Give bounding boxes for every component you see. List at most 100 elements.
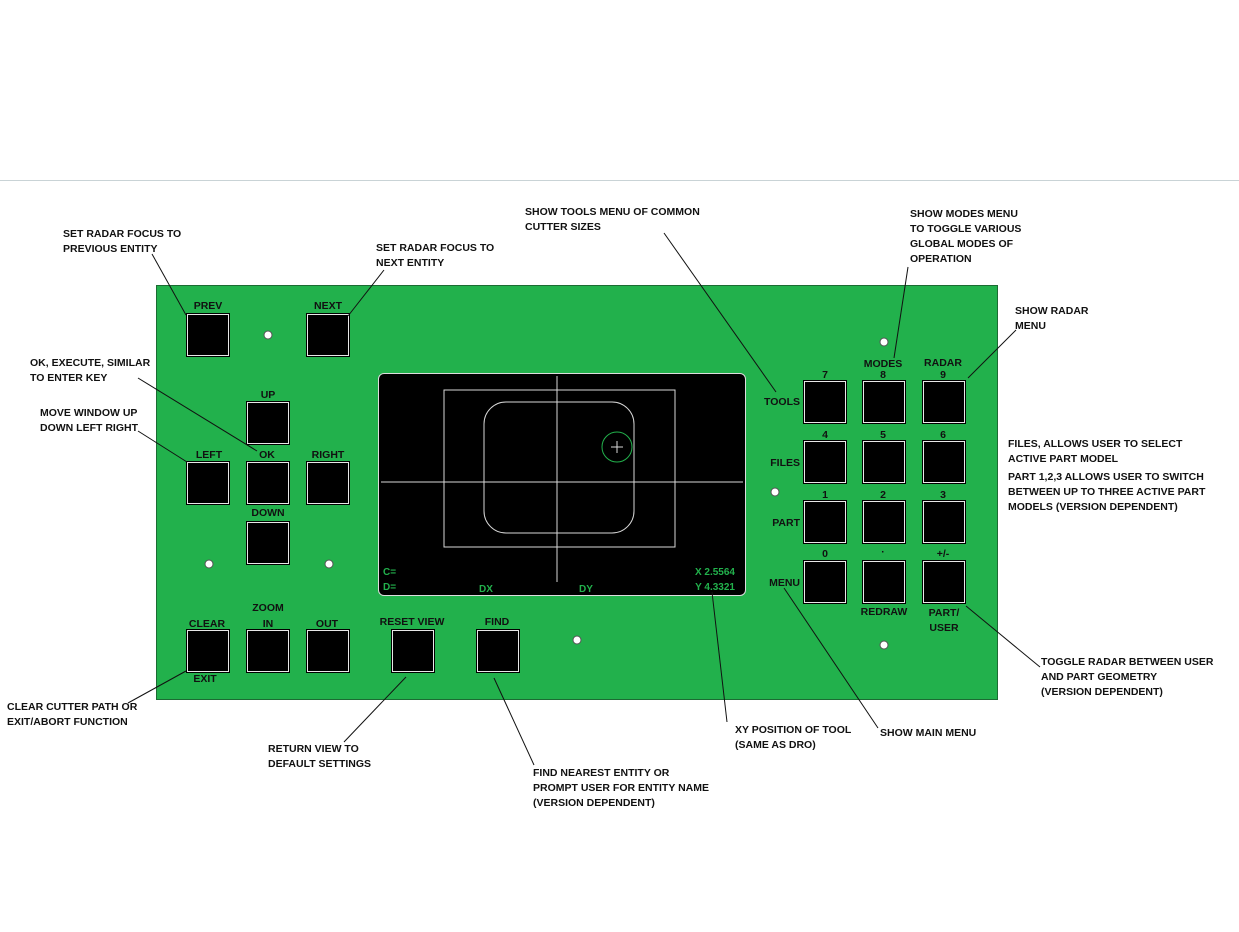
leader-tools bbox=[663, 232, 777, 393]
clear-label: CLEAR bbox=[188, 618, 226, 630]
reset-view-button[interactable] bbox=[392, 630, 434, 672]
key-1-label: 1 bbox=[822, 489, 828, 501]
key-3-label: 3 bbox=[940, 489, 946, 501]
mount-hole bbox=[204, 559, 214, 569]
annotation-xy: XY POSITION OF TOOL(SAME AS DRO) bbox=[735, 724, 852, 751]
left-button[interactable] bbox=[187, 462, 229, 504]
left-label: LEFT bbox=[195, 449, 223, 461]
key-6-label: 6 bbox=[940, 429, 946, 441]
mount-hole bbox=[879, 640, 889, 650]
key-7-tools-button[interactable] bbox=[804, 381, 846, 423]
leader-toggle bbox=[965, 605, 1041, 668]
prev-button[interactable] bbox=[187, 314, 229, 356]
up-button[interactable] bbox=[247, 402, 289, 444]
next-button[interactable] bbox=[307, 314, 349, 356]
find-button[interactable] bbox=[477, 630, 519, 672]
part-label: PART bbox=[772, 517, 800, 529]
down-button[interactable] bbox=[247, 522, 289, 564]
mount-hole bbox=[770, 487, 780, 497]
prev-label: PREV bbox=[193, 300, 223, 312]
screen-d-readout: D= bbox=[383, 582, 397, 593]
mount-hole bbox=[572, 635, 582, 645]
leader-ok bbox=[137, 377, 258, 452]
up-label: UP bbox=[260, 389, 276, 401]
modes-label: MODES bbox=[863, 358, 903, 370]
radar-display: C= D= DX DY X 2.5564 Y 4.3321 bbox=[378, 373, 746, 596]
next-label: NEXT bbox=[313, 300, 343, 312]
key-2-button[interactable] bbox=[863, 501, 905, 543]
down-label: DOWN bbox=[251, 507, 285, 519]
key-3-button[interactable] bbox=[923, 501, 965, 543]
screen-c-readout: C= bbox=[383, 567, 397, 578]
key-4-files-button[interactable] bbox=[804, 441, 846, 483]
mount-hole bbox=[324, 559, 334, 569]
key-dot-redraw-button[interactable] bbox=[863, 561, 905, 603]
screen-y-readout: Y 4.3321 bbox=[695, 582, 735, 593]
leader-reset bbox=[343, 676, 407, 743]
leader-modes bbox=[893, 266, 909, 359]
mount-hole bbox=[263, 330, 273, 340]
screen-dy-label: DY bbox=[579, 584, 593, 595]
leader-move bbox=[137, 430, 188, 463]
right-label: RIGHT bbox=[311, 449, 345, 461]
leader-find bbox=[493, 677, 535, 766]
screen-dx-label: DX bbox=[479, 584, 493, 595]
key-5-label: 5 bbox=[880, 429, 886, 441]
tool-circle bbox=[601, 431, 633, 463]
find-label: FIND bbox=[484, 616, 510, 628]
tools-label: TOOLS bbox=[764, 396, 800, 408]
key-6-button[interactable] bbox=[923, 441, 965, 483]
key-7-label: 7 bbox=[822, 369, 828, 381]
radar-label: RADAR bbox=[924, 357, 962, 369]
view-window-rect bbox=[443, 389, 676, 548]
mount-hole bbox=[879, 337, 889, 347]
menu-label: MENU bbox=[769, 577, 800, 589]
zoom-label: ZOOM bbox=[252, 602, 284, 614]
zoom-in-label: IN bbox=[262, 618, 274, 630]
leader-clear bbox=[127, 670, 187, 704]
part-user-label-line1: PART/ bbox=[928, 607, 960, 619]
key-8-modes-button[interactable] bbox=[863, 381, 905, 423]
key-0-menu-button[interactable] bbox=[804, 561, 846, 603]
leader-menu bbox=[783, 587, 879, 729]
key-4-label: 4 bbox=[822, 429, 828, 441]
key-2-label: 2 bbox=[880, 489, 886, 501]
annotation-menu: SHOW MAIN MENU bbox=[880, 727, 977, 739]
ok-label: OK bbox=[259, 449, 275, 461]
reset-view-label: RESET VIEW bbox=[379, 616, 445, 628]
key-9-radar-button[interactable] bbox=[923, 381, 965, 423]
zoom-out-label: OUT bbox=[315, 618, 339, 630]
zoom-in-button[interactable] bbox=[247, 630, 289, 672]
key-plus-minus-label: +/- bbox=[936, 548, 950, 560]
zoom-out-button[interactable] bbox=[307, 630, 349, 672]
leader-radar bbox=[967, 329, 1017, 379]
clear-button[interactable] bbox=[187, 630, 229, 672]
key-plus-minus-button[interactable] bbox=[923, 561, 965, 603]
key-5-button[interactable] bbox=[863, 441, 905, 483]
leader-next bbox=[347, 269, 385, 317]
top-divider bbox=[0, 180, 1239, 181]
screen-x-readout: X 2.5564 bbox=[694, 567, 735, 578]
ok-button[interactable] bbox=[247, 462, 289, 504]
exit-label: EXIT bbox=[193, 673, 217, 685]
part-user-label-line2: USER bbox=[929, 622, 959, 634]
key-1-part-button[interactable] bbox=[804, 501, 846, 543]
key-9-label: 9 bbox=[940, 369, 946, 381]
right-button[interactable] bbox=[307, 462, 349, 504]
key-dot-label: · bbox=[881, 546, 885, 558]
part-outline bbox=[483, 401, 635, 534]
key-8-label: 8 bbox=[880, 369, 886, 381]
